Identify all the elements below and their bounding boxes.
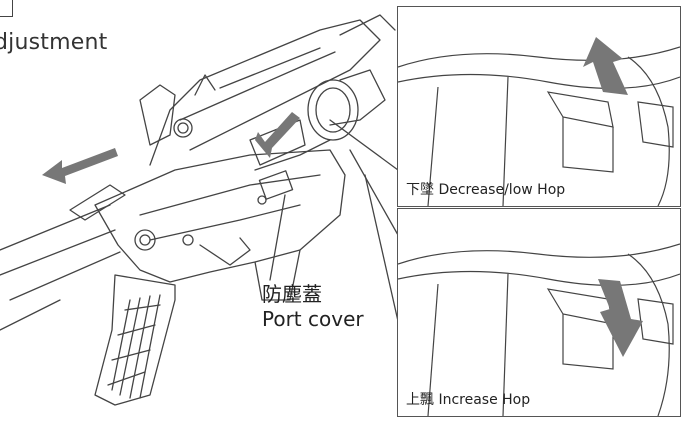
hop-unit-drawing-bottom [398, 243, 680, 416]
hop-up-arrow [583, 37, 628, 95]
section-heading: djustment [0, 30, 108, 55]
port-cover-label-zh: 防塵蓋 [262, 282, 322, 306]
hop-increase-caption: 上飄 Increase Hop [406, 392, 531, 408]
page-corner-frame [0, 0, 13, 17]
hop-down-arrow [598, 279, 643, 357]
port-cover-label-en: Port cover [262, 307, 364, 331]
charging-handle-arrow [42, 148, 118, 184]
port-cover-label: 防塵蓋 Port cover [262, 282, 364, 332]
hop-increase-panel: 上飄 Increase Hop [397, 208, 681, 417]
port-cover-arrow [255, 112, 300, 158]
hop-unit-drawing-top [398, 37, 680, 206]
hop-decrease-caption: 下墜 Decrease/low Hop [406, 182, 566, 198]
hop-decrease-panel: 下墜 Decrease/low Hop [397, 6, 681, 207]
